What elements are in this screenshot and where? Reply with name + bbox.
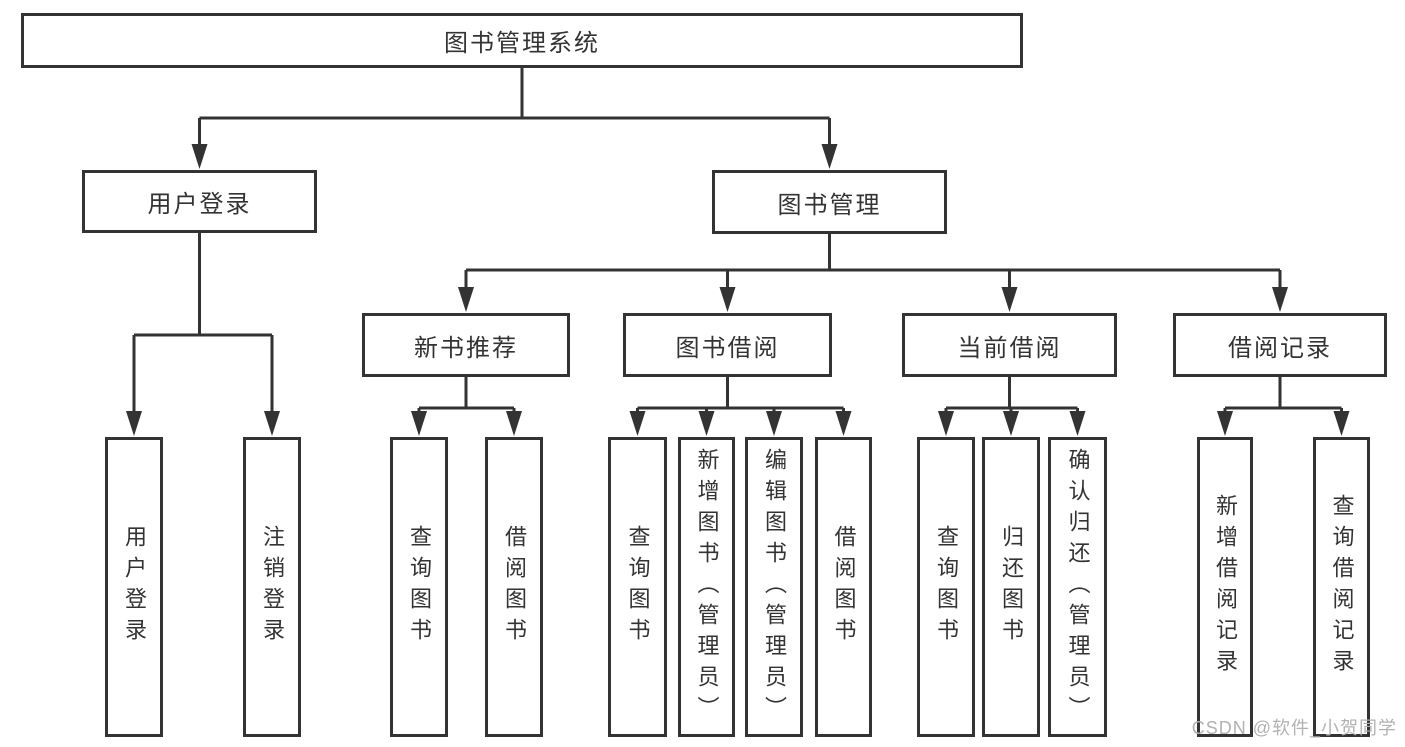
arrow-down-icon (821, 144, 838, 169)
leaf-label: 查询图书 (625, 525, 651, 649)
leaf-borrow-book: 借阅图书 (815, 437, 872, 737)
node-book-borrow: 图书借阅 (623, 313, 832, 377)
arrow-down-icon (629, 411, 646, 436)
leaf-borrow-book-newbook: 借阅图书 (485, 437, 543, 737)
leaf-label: 借阅图书 (502, 525, 527, 649)
arrow-down-icon (766, 411, 782, 436)
leaf-label: 查询借阅记录 (1329, 494, 1355, 680)
leaf-logout: 注销登录 (243, 437, 301, 737)
node-root: 图书管理系统 (21, 13, 1023, 68)
leaf-confirm-return-admin: 确认归还（管理员） (1048, 437, 1107, 737)
arrow-down-icon (698, 411, 715, 436)
leaf-edit-book-admin: 编辑图书（管理员） (745, 437, 803, 737)
leaf-label: 注销登录 (260, 525, 285, 649)
leaf-label: 编辑图书（管理员） (762, 447, 787, 727)
arrow-down-icon (458, 287, 474, 312)
leaf-label: 查询图书 (934, 525, 959, 649)
leaf-return-book: 归还图书 (982, 437, 1040, 737)
leaf-query-book-current: 查询图书 (917, 437, 975, 737)
leaf-add-borrow-record: 新增借阅记录 (1197, 437, 1253, 737)
node-borrow-records: 借阅记录 (1173, 313, 1387, 377)
leaf-add-book-admin: 新增图书（管理员） (678, 437, 735, 737)
arrow-down-icon (126, 411, 142, 436)
arrow-down-icon (506, 411, 522, 436)
arrow-down-icon (835, 411, 852, 436)
leaf-label: 新增图书（管理员） (694, 447, 720, 727)
root-connector (191, 67, 838, 169)
node-book-management: 图书管理 (712, 170, 947, 234)
user-login-connector (126, 233, 280, 436)
arrow-down-icon (411, 411, 427, 436)
borrow-records-connector (1217, 377, 1350, 436)
node-new-book-recommend: 新书推荐 (362, 313, 570, 377)
current-borrow-connector (938, 377, 1086, 436)
leaf-query-borrow-record: 查询借阅记录 (1313, 437, 1370, 737)
leaf-label: 确认归还（管理员） (1065, 447, 1091, 727)
arrow-down-icon (191, 144, 208, 169)
arrow-down-icon (1217, 411, 1233, 436)
node-current-borrow: 当前借阅 (902, 313, 1117, 377)
leaf-label: 归还图书 (999, 525, 1024, 649)
arrow-down-icon (719, 287, 736, 312)
arrow-down-icon (1333, 411, 1350, 436)
arrow-down-icon (1003, 411, 1019, 436)
book-management-connector (458, 234, 1288, 312)
leaf-label: 查询图书 (407, 525, 432, 649)
book-borrow-connector (629, 377, 852, 436)
arrow-down-icon (1069, 411, 1086, 436)
new-book-connector (411, 377, 522, 436)
arrow-down-icon (1001, 287, 1018, 312)
leaf-label: 借阅图书 (831, 525, 857, 649)
leaf-user-login: 用户登录 (105, 437, 163, 737)
arrow-down-icon (264, 411, 280, 436)
node-user-login: 用户登录 (82, 170, 317, 233)
leaf-label: 新增借阅记录 (1213, 494, 1238, 680)
arrow-down-icon (938, 411, 954, 436)
arrow-down-icon (1272, 287, 1288, 312)
leaf-query-book-newbook: 查询图书 (390, 437, 448, 737)
csdn-watermark: CSDN @软件_小贺同学 (1191, 718, 1397, 738)
leaf-query-book-borrow: 查询图书 (608, 437, 667, 737)
leaf-label: 用户登录 (122, 525, 147, 649)
